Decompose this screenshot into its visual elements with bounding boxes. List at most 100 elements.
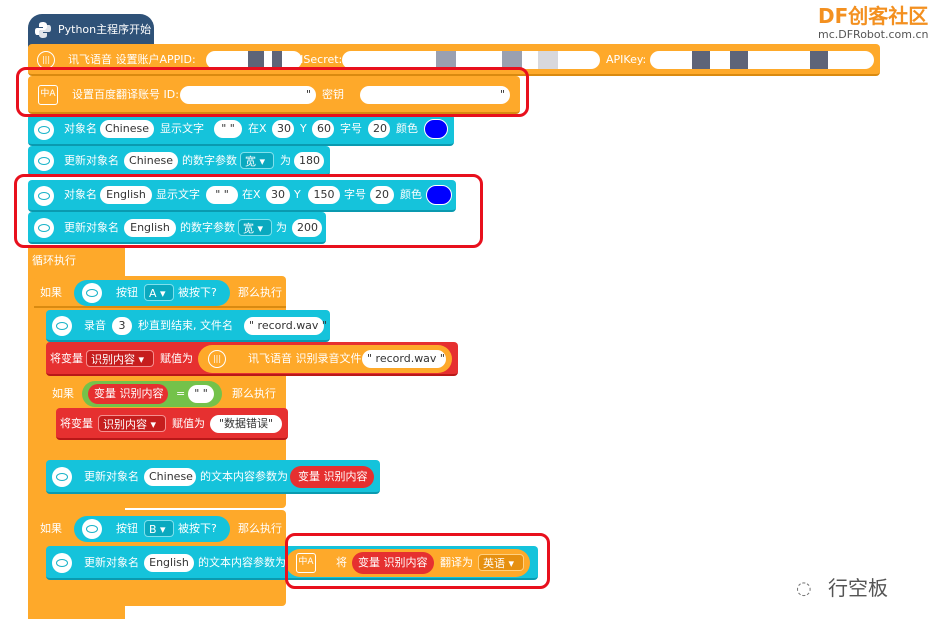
obj2-y[interactable]: 150 [308, 186, 340, 204]
upd1-param: 宽 [245, 155, 256, 168]
update-chinese-text-block[interactable]: 更新对象名 Chinese 的文本内容参数为 变量 识别内容 [46, 460, 380, 494]
button-b-condition[interactable]: 按钮 B ▾ 被按下? [74, 516, 230, 542]
update-chinese-width-block[interactable]: 更新对象名 Chinese 的数字参数 宽 ▾ 为 180 [28, 146, 330, 176]
var-recognize-reporter[interactable]: 变量 识别内容 [290, 466, 374, 488]
obj2-show-text: 显示文字 [156, 188, 200, 201]
baidu-id-field[interactable]: " [180, 86, 316, 104]
record-block[interactable]: 录音 3 秒直到结束, 文件名 " record.wav " [46, 310, 330, 342]
button-b-dropdown[interactable]: B ▾ [144, 520, 174, 537]
baidu-secret-field[interactable]: " [360, 86, 510, 104]
obj2-x[interactable]: 30 [266, 186, 290, 204]
python-icon [34, 21, 52, 39]
translate-reporter[interactable]: 中A 将 变量 识别内容 翻译为 英语 ▾ [286, 549, 530, 577]
if-b-if: 如果 [40, 522, 62, 535]
baidu-secret-label: 密钥 [322, 88, 344, 101]
eq-condition[interactable]: 变量 识别内容 = " " [82, 381, 222, 407]
record-text: 录音 [84, 319, 106, 332]
upd2-mid: 的数字参数 [180, 221, 235, 234]
upd4-translate: 将 [336, 556, 347, 569]
xf-init-block[interactable]: ||| 讯飞语音 设置账户APPID: APISecret: APIKey: [28, 44, 880, 76]
upd2-param-dropdown[interactable]: 宽 ▾ [238, 219, 272, 236]
update-english-width-block[interactable]: 更新对象名 English 的数字参数 宽 ▾ 为 200 [28, 212, 326, 244]
microphone-icon: ||| [208, 350, 226, 368]
if-eq-then: 那么执行 [232, 387, 276, 400]
upd1-to: 为 [280, 154, 291, 167]
translate-icon: 中A [296, 553, 316, 573]
button-a-dropdown[interactable]: A ▾ [144, 284, 174, 301]
setvar2-var: 识别内容 [103, 418, 147, 431]
if-b-then: 那么执行 [238, 522, 282, 535]
if-a-if: 如果 [40, 286, 62, 299]
upd4-var: 变量 识别内容 [358, 556, 428, 569]
obj1-text-value[interactable]: " " [214, 120, 242, 138]
record-seconds[interactable]: 3 [112, 317, 132, 335]
logo-brand: DF创客社区 [818, 4, 929, 28]
obj2-name[interactable]: English [100, 186, 152, 204]
setvar1-xf: 讯飞语音 识别录音文件 [248, 352, 362, 365]
obj1-prefix: 对象名 [64, 122, 97, 135]
redaction-block [692, 51, 710, 69]
upd3-var: 变量 识别内容 [298, 470, 368, 483]
obj1-name[interactable]: Chinese [100, 120, 154, 138]
unihiker-icon [52, 553, 72, 573]
upd1-param-dropdown[interactable]: 宽 ▾ [240, 152, 274, 169]
upd3-name[interactable]: Chinese [144, 468, 196, 486]
highlight-frame [285, 533, 550, 589]
if-b-header: 如果 按钮 B ▾ 被按下? 那么执行 [34, 512, 286, 544]
if-a-pressed: 被按下? [178, 286, 217, 299]
obj1-size-label: 字号 [340, 122, 362, 135]
apisecret-field[interactable] [342, 51, 600, 69]
obj1-y[interactable]: 60 [312, 120, 334, 138]
upd2-prefix: 更新对象名 [64, 221, 119, 234]
setvar1-file[interactable]: " record.wav " [362, 350, 446, 368]
obj1-y-label: Y [300, 122, 307, 135]
wechat-icon: ◌ [796, 578, 812, 599]
update-english-text-block[interactable]: 更新对象名 English 的文本内容参数为 中A 将 变量 识别内容 翻译为 … [46, 546, 538, 580]
upd2-to: 为 [276, 221, 287, 234]
obj2-size[interactable]: 20 [370, 186, 394, 204]
button-a-condition[interactable]: 按钮 A ▾ 被按下? [74, 280, 230, 306]
obj2-color-swatch[interactable] [426, 185, 452, 205]
obj2-size-label: 字号 [344, 188, 366, 201]
unihiker-icon [34, 218, 54, 238]
upd2-value[interactable]: 200 [292, 219, 322, 237]
if-a-button: 按钮 [116, 286, 138, 299]
dfrobot-logo: DF创客社区 mc.DFRobot.com.cn [818, 4, 932, 44]
python-start-label: Python主程序开始 [58, 23, 152, 36]
obj1-x[interactable]: 30 [272, 120, 294, 138]
record-file[interactable]: " record.wav " [244, 317, 327, 335]
highlight-frame [16, 67, 529, 117]
obj1-size[interactable]: 20 [368, 120, 390, 138]
unihiker-icon [34, 186, 54, 206]
set-var-recognize-block[interactable]: 将变量 识别内容 ▾ 赋值为 ||| 讯飞语音 识别录音文件 " record.… [46, 342, 458, 376]
upd4-name[interactable]: English [144, 554, 194, 572]
redaction-block [248, 51, 264, 69]
lang-dropdown[interactable]: 英语 ▾ [478, 554, 524, 571]
setvar2-value[interactable]: "数据错误" [210, 415, 282, 433]
upd1-name[interactable]: Chinese [124, 152, 178, 170]
obj2-text-value[interactable]: " " [206, 186, 238, 204]
object-english-block[interactable]: 对象名 English 显示文字 " " 在X 30 Y 150 字号 20 颜… [28, 180, 456, 212]
upd1-value[interactable]: 180 [294, 152, 324, 170]
xf-recognize-reporter[interactable]: ||| 讯飞语音 识别录音文件 " record.wav " [198, 345, 452, 373]
if-eq-if: 如果 [52, 387, 74, 400]
unihiker-icon [82, 519, 102, 539]
upd1-mid: 的数字参数 [182, 154, 237, 167]
redaction-block [730, 51, 748, 69]
apikey-field[interactable] [650, 51, 874, 69]
baidu-init-block[interactable]: 中A 设置百度翻译账号 ID: " 密钥 " [28, 76, 520, 114]
setvar2-text: 将变量 [60, 417, 93, 430]
object-chinese-block[interactable]: 对象名 Chinese 显示文字 " " 在X 30 Y 60 字号 20 颜色 [28, 114, 454, 146]
obj1-color-swatch[interactable] [424, 119, 448, 139]
setvar1-var-dropdown[interactable]: 识别内容 ▾ [86, 350, 154, 367]
set-var-error-block[interactable]: 将变量 识别内容 ▾ 赋值为 "数据错误" [56, 408, 288, 440]
highlight-frame [14, 174, 483, 248]
setvar2-var-dropdown[interactable]: 识别内容 ▾ [98, 415, 166, 432]
if-a-key: A [149, 287, 157, 300]
if-a-then: 那么执行 [238, 286, 282, 299]
var-recognize-reporter[interactable]: 变量 识别内容 [352, 552, 434, 574]
upd2-name[interactable]: English [124, 219, 176, 237]
if-eq-empty[interactable]: " " [188, 385, 214, 403]
var-recognize-reporter[interactable]: 变量 识别内容 [88, 384, 168, 404]
if-a-header: 如果 按钮 A ▾ 被按下? 那么执行 [34, 276, 286, 308]
